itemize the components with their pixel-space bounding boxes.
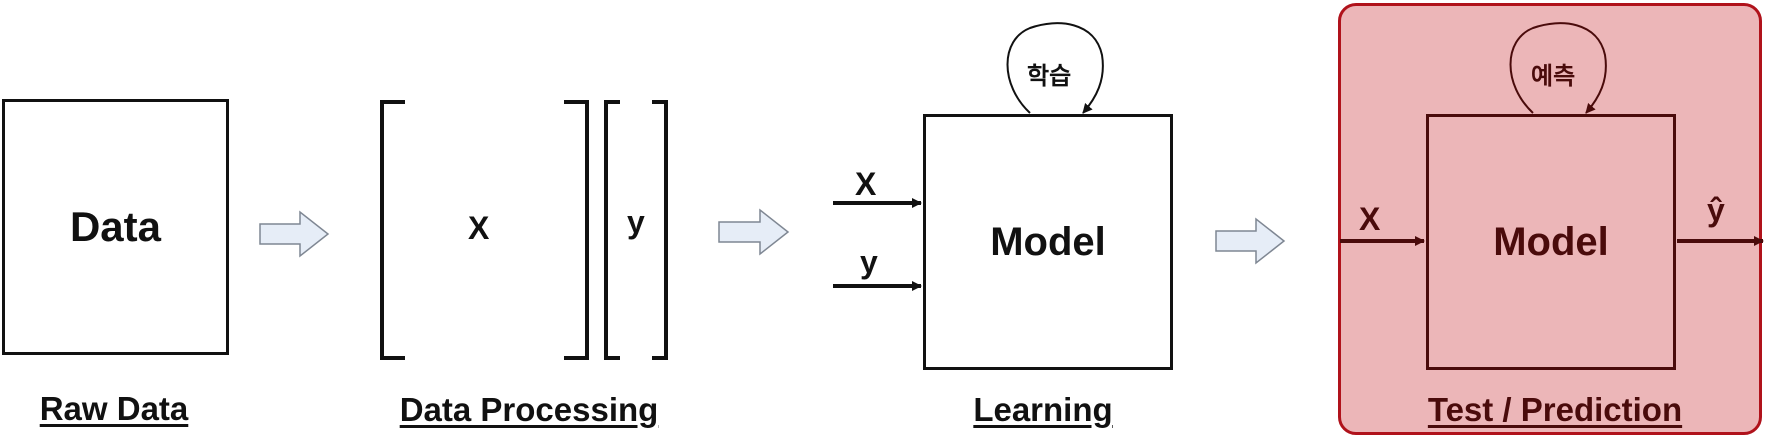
test-model-box: Model: [1426, 114, 1676, 370]
test-loop-label: 예측: [1531, 63, 1576, 90]
test-loop-arrow: [1509, 22, 1607, 114]
test-output-label: ŷ: [1707, 192, 1725, 228]
flow-arrow-icon: [1215, 217, 1286, 265]
processing-x-label: X: [468, 210, 490, 246]
flow-arrow-icon: [718, 208, 790, 256]
raw-data-box: Data: [2, 99, 229, 355]
learning-loop-arrow: [1006, 22, 1104, 114]
learning-input-x-label: X: [855, 166, 877, 202]
processing-y-label: y: [627, 204, 645, 240]
x-matrix-bracket: [380, 100, 589, 360]
test-model-label: Model: [1493, 219, 1609, 264]
learning-input-y-label: y: [860, 244, 878, 280]
learning-caption: Learning: [973, 391, 1113, 428]
data-processing-caption: Data Processing: [399, 391, 659, 428]
learning-loop-label: 학습: [1027, 63, 1072, 90]
test-prediction-caption: Test / Prediction: [1427, 391, 1683, 428]
raw-data-box-label: Data: [69, 203, 162, 250]
raw-data-caption: Raw Data: [39, 390, 189, 427]
learning-model-box: Model: [923, 114, 1173, 370]
y-vector-bracket: [604, 100, 668, 360]
test-input-x-label: X: [1359, 201, 1381, 237]
flow-arrow-icon: [259, 210, 330, 258]
learning-model-label: Model: [990, 219, 1106, 264]
